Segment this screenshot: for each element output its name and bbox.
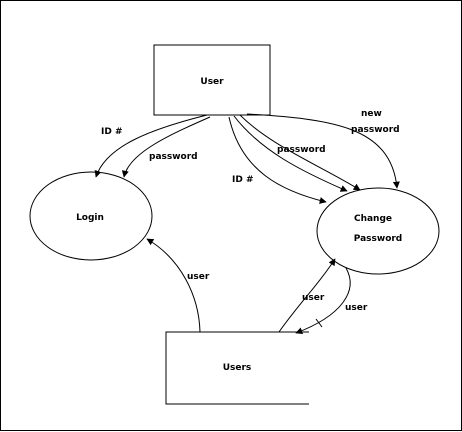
user-entity-box: [153, 44, 271, 116]
flow-label-user-to-change-password: password: [277, 145, 326, 155]
login-process-ellipse: [29, 171, 153, 261]
flow-user-to-change-password-b: [239, 114, 361, 191]
change-password-process[interactable]: Change Password: [316, 187, 440, 275]
flow-label-new-password-line1: new: [361, 109, 382, 119]
flow-label-user-to-login-password: password: [149, 152, 198, 162]
flow-label-new-password-line2: password: [351, 125, 400, 135]
flow-user-to-change-new-password: [246, 113, 400, 189]
users-store-outline: [165, 331, 309, 405]
user-entity[interactable]: User: [153, 44, 271, 116]
flow-label-user-to-login-id: ID #: [101, 127, 123, 137]
flow-user-to-login-password: [121, 116, 211, 178]
flow-label-store-to-change: user: [302, 293, 325, 303]
flow-user-to-change-id: [228, 116, 327, 204]
change-password-label-line2: Password: [354, 234, 403, 244]
change-password-label-line1: Change: [354, 214, 392, 224]
flow-store-to-change: [278, 258, 336, 333]
flow-change-to-store: [295, 267, 351, 335]
users-store-label: Users: [223, 363, 252, 373]
flow-user-to-change-password-a: [233, 115, 348, 192]
flow-label-change-to-store: user: [345, 303, 368, 313]
flow-change-to-store-tick: [315, 318, 323, 328]
flow-user-to-login-id: [94, 114, 208, 178]
flow-store-to-login: [146, 238, 201, 333]
login-process-label: Login: [76, 213, 104, 223]
login-process[interactable]: Login: [29, 171, 153, 261]
flow-label-user-to-change-id: ID #: [232, 175, 254, 185]
user-entity-label: User: [200, 77, 224, 87]
change-password-process-ellipse: [316, 187, 440, 275]
flow-label-store-to-login: user: [187, 272, 210, 282]
users-data-store[interactable]: Users: [165, 331, 309, 405]
